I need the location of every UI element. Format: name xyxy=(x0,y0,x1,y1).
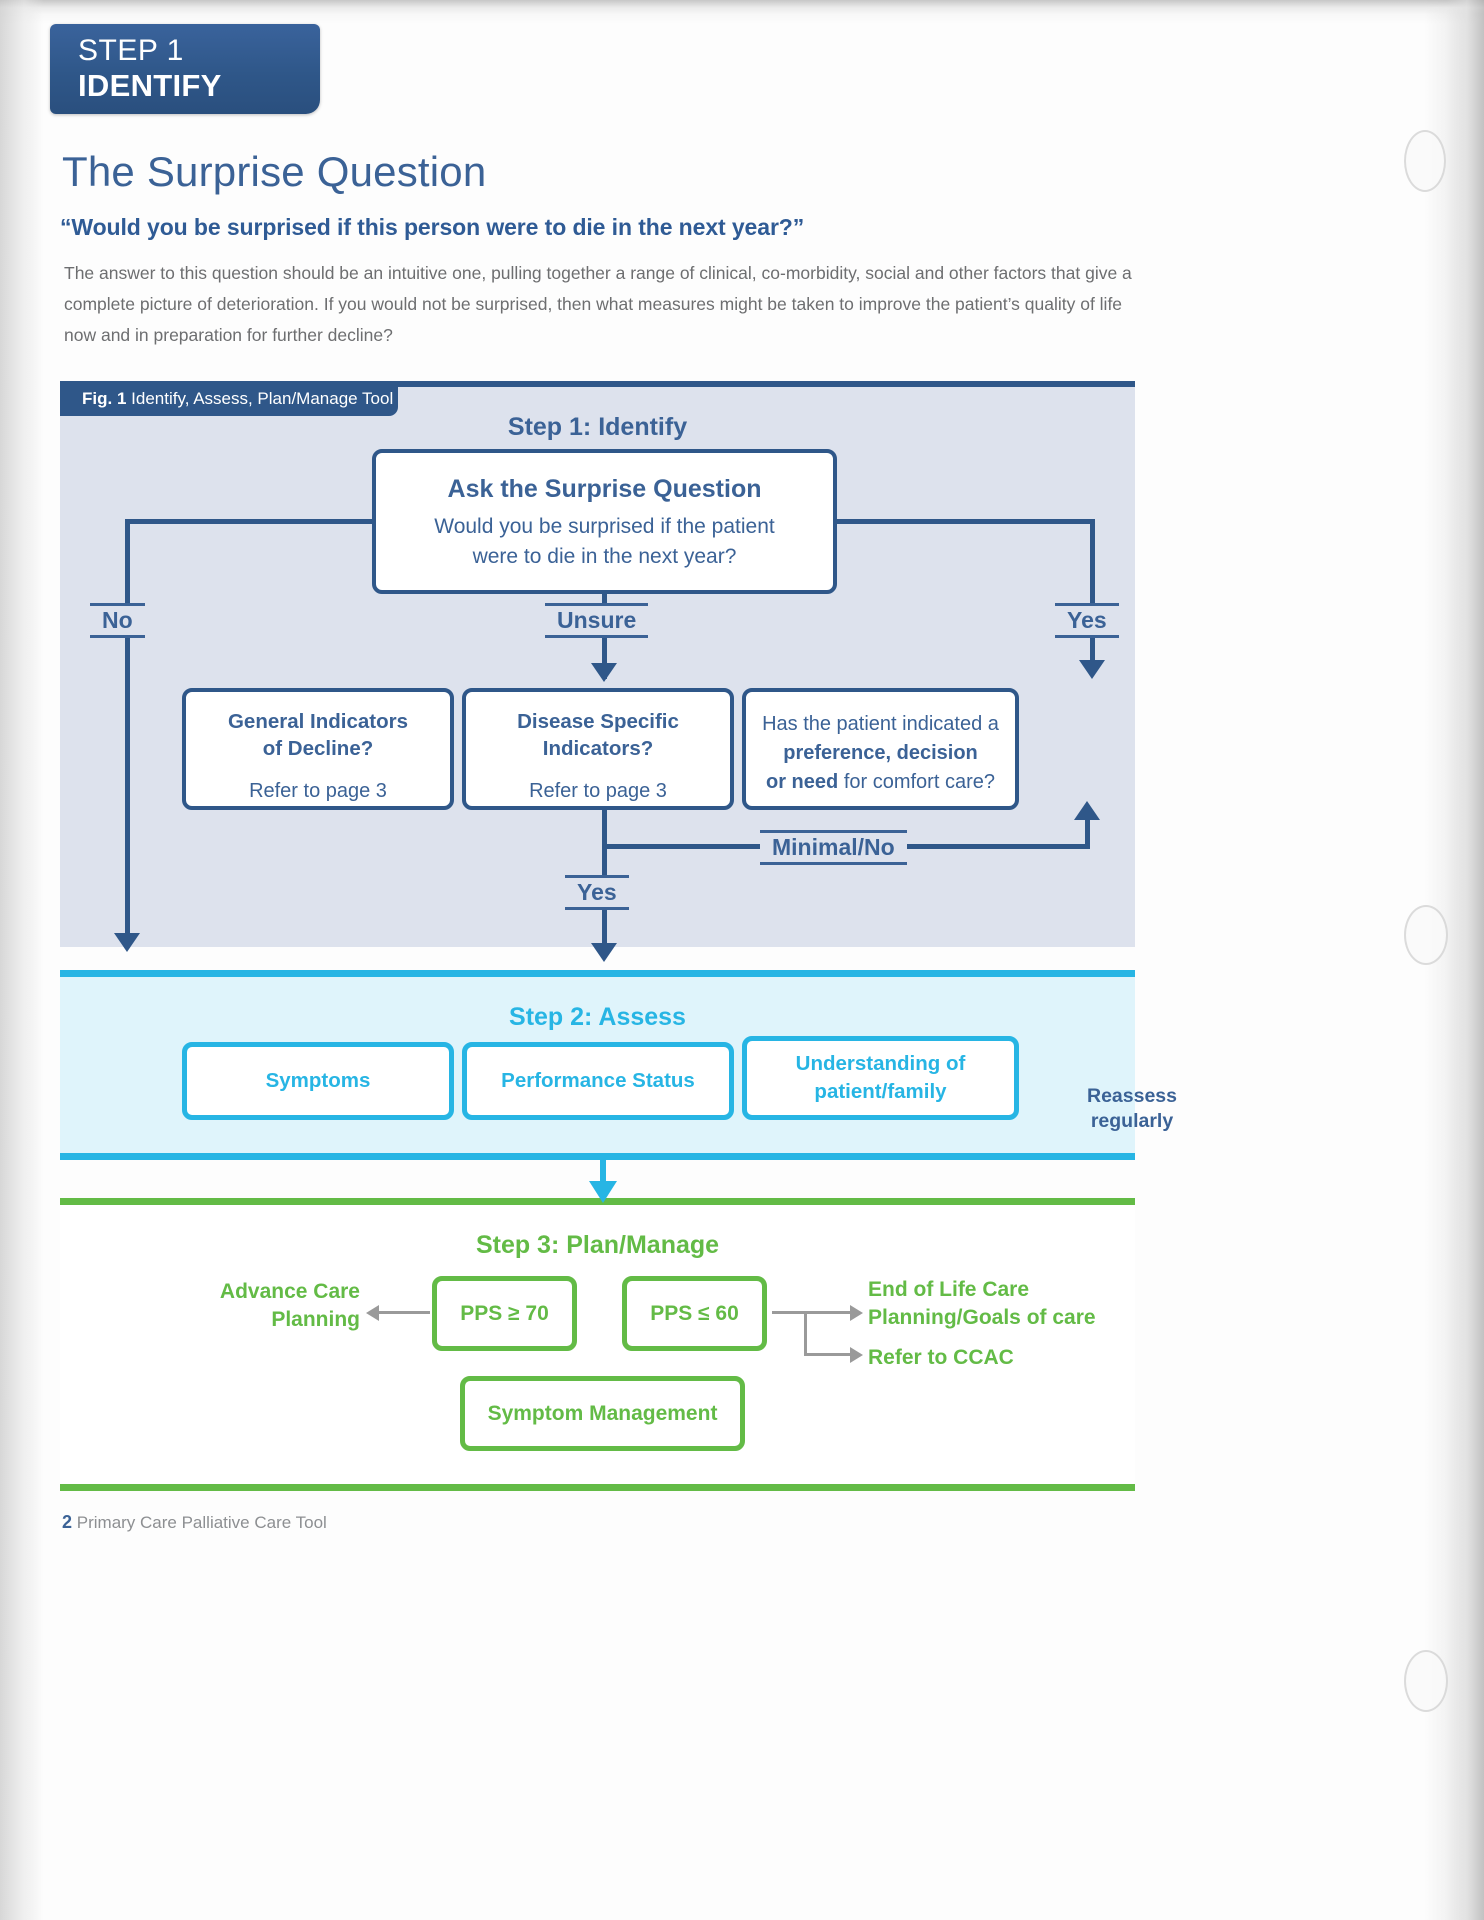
advance-care-line1: Advance Care xyxy=(219,1280,360,1303)
pps-high-box: PPS ≥ 70 xyxy=(432,1276,577,1351)
punch-hole-top xyxy=(1404,130,1446,192)
figure-caption-label: Fig. 1 xyxy=(82,389,127,408)
connector-minimal-no-right xyxy=(898,844,1090,849)
ask-surprise-question-line1: Would you be surprised if the patient xyxy=(434,515,775,538)
step2-performance-status-label: Performance Status xyxy=(501,1069,695,1092)
ask-surprise-question-title: Ask the Surprise Question xyxy=(447,475,762,503)
arrow-ccac-right xyxy=(850,1347,863,1363)
step2-understanding-label: Understanding of patient/family xyxy=(795,1052,966,1103)
intro-paragraph: The answer to this question should be an… xyxy=(64,263,1132,345)
arrow-yes-down xyxy=(1079,660,1105,679)
disease-specific-line1: Disease Specific xyxy=(517,710,679,733)
pps-high-label: PPS ≥ 70 xyxy=(460,1301,549,1325)
preference-tail: for comfort care? xyxy=(843,771,995,793)
disease-specific-line2: Indicators? xyxy=(542,737,654,760)
step2-title: Step 2: Assess xyxy=(509,1003,686,1031)
step2-box-performance-status: Performance Status xyxy=(462,1042,734,1120)
page-subtitle: “Would you be surprised if this person w… xyxy=(60,214,805,240)
page-title: The Surprise Question xyxy=(62,148,487,195)
general-indicators-line1: General Indicators xyxy=(227,710,408,733)
step1-title: Step 1: Identify xyxy=(507,413,688,441)
connector-yes-vertical xyxy=(1090,519,1095,667)
scan-edge-top xyxy=(0,0,1484,14)
refer-ccac-text: Refer to CCAC xyxy=(868,1346,1014,1369)
connector-to-ccac xyxy=(804,1353,852,1356)
preference-lead: Has the patient indicated a xyxy=(762,713,999,735)
scan-edge-right xyxy=(1446,0,1484,1920)
general-indicators-box: General Indicators of Decline? Refer to … xyxy=(182,688,454,810)
symptom-management-label: Symptom Management xyxy=(487,1401,718,1425)
pps-low-box: PPS ≤ 60 xyxy=(622,1276,767,1351)
arrow-yes-lower-down xyxy=(591,943,617,962)
branch-label-no: No xyxy=(90,603,145,638)
figure-identify-assess-plan-manage-tool: Step 1: Identify Fig. 1 Identify, Assess… xyxy=(60,381,1177,1491)
figure-caption-text: Identify, Assess, Plan/Manage Tool xyxy=(131,389,394,408)
step3-title: Step 3: Plan/Manage xyxy=(475,1231,720,1259)
branch-label-minimal-no: Minimal/No xyxy=(760,830,907,865)
refer-to-ccac-label: Refer to CCAC xyxy=(868,1344,1014,1372)
general-indicators-line2: of Decline? xyxy=(262,737,374,760)
connector-pps-high-to-acp xyxy=(378,1311,430,1314)
arrow-step2-to-step3 xyxy=(589,1181,617,1203)
step2-symptoms-label: Symptoms xyxy=(265,1069,371,1092)
connector-sq-right xyxy=(835,519,1090,524)
footer-page-number: 2 xyxy=(62,1512,73,1532)
branch-label-yes-lower: Yes xyxy=(565,875,629,910)
step2-box-symptoms: Symptoms xyxy=(182,1042,454,1120)
connector-pps-low-out xyxy=(772,1311,807,1314)
punch-hole-bottom xyxy=(1404,1650,1448,1712)
eol-care-planning-label: End of Life Care Planning/Goals of care xyxy=(868,1276,1158,1332)
reassess-line2: regularly xyxy=(1090,1110,1174,1132)
connector-minimal-no-up xyxy=(1085,819,1090,846)
branch-label-yes: Yes xyxy=(1055,603,1119,638)
connector-center-down xyxy=(602,810,607,920)
connector-step2-to-step3 xyxy=(600,1160,606,1187)
arrow-minimal-no-up xyxy=(1074,801,1100,820)
connector-sq-left xyxy=(125,519,375,524)
pps-low-label: PPS ≤ 60 xyxy=(650,1301,739,1325)
comfort-care-preference-box: Has the patient indicated a preference, … xyxy=(742,688,1019,810)
step-banner: STEP 1 IDENTIFY xyxy=(50,24,320,114)
advance-care-line2: Planning xyxy=(271,1308,360,1331)
arrow-no-down xyxy=(114,933,140,952)
general-indicators-sub: Refer to page 3 xyxy=(249,780,387,802)
disease-specific-sub: Refer to page 3 xyxy=(529,780,667,802)
connector-no-vertical xyxy=(125,519,130,939)
connector-minimal-no-left xyxy=(602,844,767,849)
scan-edge-left xyxy=(0,0,44,1920)
reassess-line1: Reassess xyxy=(1087,1085,1177,1107)
connector-to-eol xyxy=(804,1311,852,1314)
ask-surprise-question-line2: were to die in the next year? xyxy=(472,545,737,568)
ask-surprise-question-box: Ask the Surprise Question Would you be s… xyxy=(372,449,837,594)
reassess-regularly-label: Reassess regularly xyxy=(1072,1084,1192,1134)
footer-document-name: Primary Care Palliative Care Tool xyxy=(76,1513,327,1532)
arrow-acp-left xyxy=(366,1305,379,1321)
punch-hole-middle xyxy=(1404,905,1448,965)
connector-pps-low-vertical xyxy=(804,1311,807,1355)
arrow-eol-right xyxy=(850,1305,863,1321)
figure-caption: Fig. 1 Identify, Assess, Plan/Manage Too… xyxy=(60,381,398,416)
step-kicker: STEP 1 xyxy=(78,34,184,67)
preference-bold2: or need xyxy=(766,771,839,793)
eol-line2: Planning/Goals of care xyxy=(868,1306,1096,1329)
advance-care-planning-label: Advance Care Planning xyxy=(170,1278,360,1334)
connector-yes-lower-vertical xyxy=(602,910,607,950)
branch-label-unsure: Unsure xyxy=(545,603,649,638)
page-footer: 2 Primary Care Palliative Care Tool xyxy=(62,1512,327,1533)
symptom-management-box: Symptom Management xyxy=(460,1376,745,1451)
disease-specific-indicators-box: Disease Specific Indicators? Refer to pa… xyxy=(462,688,734,810)
arrow-unsure-down xyxy=(591,663,617,682)
preference-bold1: preference, decision xyxy=(783,742,978,764)
step2-box-understanding: Understanding of patient/family xyxy=(742,1036,1019,1120)
eol-line1: End of Life Care xyxy=(868,1278,1030,1301)
step-name: IDENTIFY xyxy=(78,68,222,103)
